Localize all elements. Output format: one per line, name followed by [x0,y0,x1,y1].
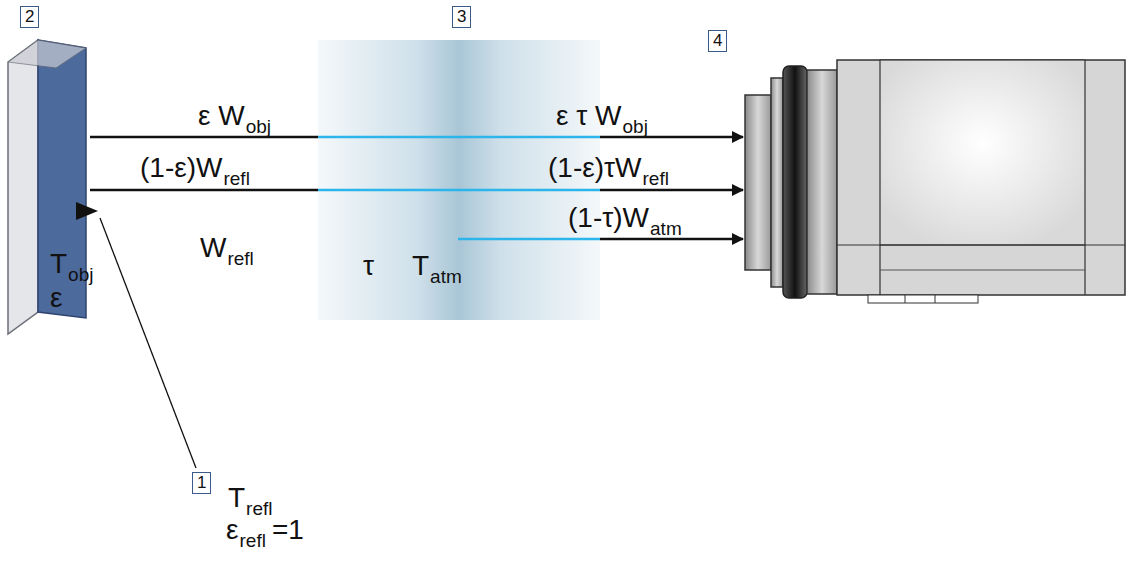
flux-label: ε W [198,100,245,132]
node-text: τ [363,250,374,282]
node-text: obj [68,264,93,286]
camera [745,60,1125,303]
emissivity-value: =1 [272,514,304,546]
subscript: obj [246,116,271,138]
callout-number: 3 [452,6,471,28]
flux-label: (1-τ)W [568,202,649,234]
emissivity-label: ε [226,514,238,546]
subscript: atm [650,218,682,240]
flux-label: (1-ε)W [140,152,222,184]
object-slab: Tobjε [8,40,118,330]
callout-number: 4 [708,30,727,52]
slab-top [8,40,86,68]
node-text: T [412,250,429,282]
node-text: T [50,248,67,280]
temperature-label: T [228,482,245,514]
callout-number: 2 [20,6,39,28]
callout-number: 1 [192,472,211,494]
node-text: ε [50,282,62,314]
subscript: refl [643,168,669,190]
subscript: obj [623,116,648,138]
flux-label: ε τ W [556,100,622,132]
flux-label: W [200,232,226,264]
slab-side [8,40,38,334]
subscript: refl [246,498,272,520]
node-text: atm [430,266,462,288]
subscript: refl [239,530,265,552]
subscript: refl [227,248,253,270]
subscript: refl [223,168,249,190]
flux-label: (1-ε)τW [548,152,642,184]
